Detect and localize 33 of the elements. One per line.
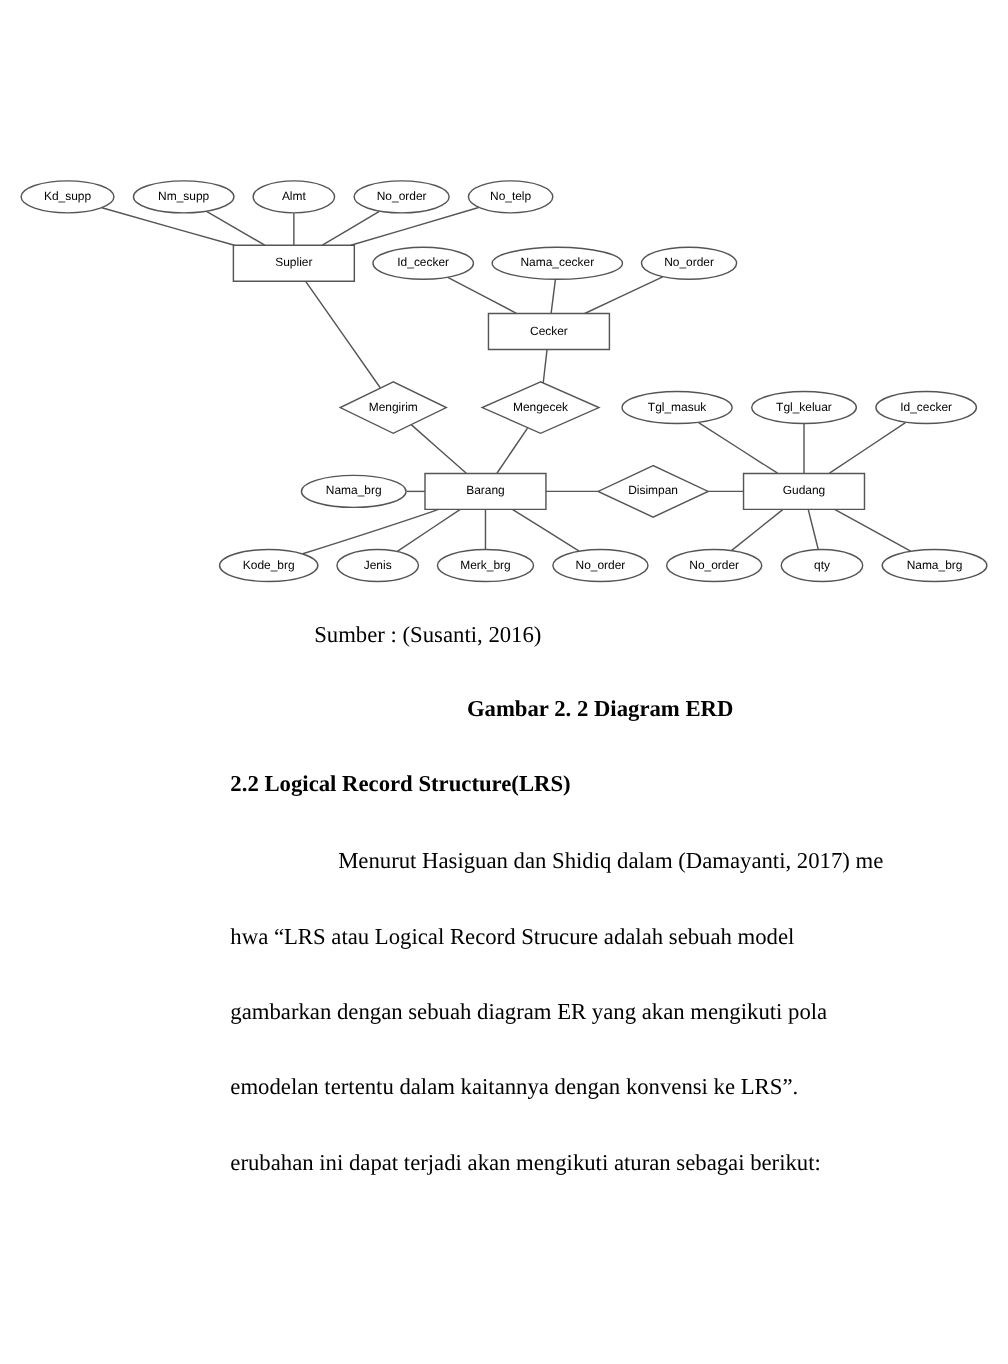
connector xyxy=(304,279,381,388)
connector xyxy=(447,275,518,314)
connector xyxy=(293,211,295,245)
connector xyxy=(731,507,784,551)
connector xyxy=(321,209,381,245)
label: hwa “LRS atau Logical Record Strucure adalah sebuah model xyxy=(230,924,795,949)
connector xyxy=(396,507,461,551)
label: gambarkan dengan sebuah diagram ER yang akan mengikuti pola xyxy=(230,999,828,1024)
connector xyxy=(542,348,548,383)
connector xyxy=(584,275,664,314)
label: Sumber : (Susanti, 2016) xyxy=(314,622,542,647)
connector xyxy=(807,507,819,550)
connector xyxy=(545,489,600,492)
connector xyxy=(350,205,480,245)
connector xyxy=(828,420,907,473)
connector xyxy=(512,507,580,551)
label: emodelan tertentu dalam kaitannya dengan konvensi ke LRS”. xyxy=(230,1075,799,1100)
connector xyxy=(707,489,744,492)
connector xyxy=(833,507,912,551)
connector xyxy=(496,426,529,473)
connector xyxy=(101,206,236,245)
connector xyxy=(205,209,266,245)
connector xyxy=(697,420,779,473)
connector xyxy=(484,507,487,550)
connector xyxy=(550,277,557,313)
label: erubahan ini dapat terjadi akan mengikuti aturan sebagai berikut: xyxy=(230,1150,821,1175)
label: 2.2 Logical Record Structure(LRS) xyxy=(230,772,571,797)
connector xyxy=(410,423,468,474)
connector xyxy=(302,507,440,554)
connector xyxy=(803,421,805,473)
label: Gambar 2. 2 Diagram ERD xyxy=(466,697,734,722)
connector xyxy=(406,489,426,492)
label: Menurut Hasiguan dan Shidiq dalam (Damayanti, 2017) me xyxy=(338,849,884,874)
